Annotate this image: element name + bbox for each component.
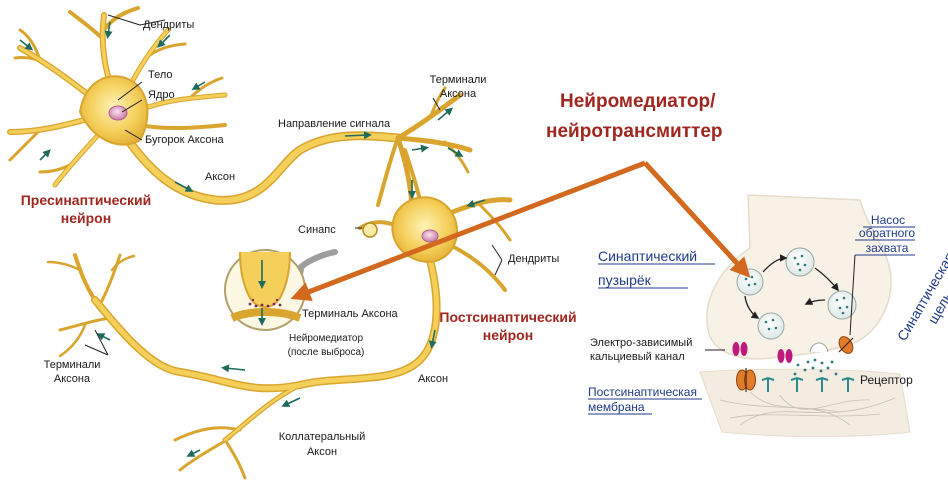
- label-reuptake-pump-line3: захвата: [866, 241, 909, 255]
- synapse-knob: [362, 222, 378, 238]
- label-axon-bottom: Аксон: [418, 373, 448, 385]
- label-synaptic-cleft: Синаптическая щель: [894, 250, 948, 344]
- label-signal-direction: Направление сигнала: [278, 118, 391, 130]
- label-axon-terminals-left-line2: Аксона: [54, 373, 91, 385]
- label-neurotransmitter-released-line1: Нейромедиатор: [289, 333, 364, 344]
- label-neurotransmitter-released-line2: (после выброса): [288, 346, 365, 358]
- label-collateral-axon-line1: Коллатеральный: [279, 431, 366, 443]
- label-postsynaptic-neuron-line2: нейрон: [483, 327, 533, 343]
- label-dendrites-top: Дендриты: [143, 19, 194, 31]
- label-collateral-axon-line2: Аксон: [307, 446, 337, 458]
- postsynaptic-neuron: [46, 148, 513, 480]
- presynaptic-neuron: [7, 6, 403, 205]
- calcium-channels: [732, 342, 793, 363]
- label-presynaptic-neuron-line2: нейрон: [61, 210, 111, 226]
- label-reuptake-pump-line1: Насос: [871, 213, 905, 227]
- postsynaptic-pump: [736, 368, 756, 392]
- label-axon-top: Аксон: [205, 171, 235, 183]
- label-dendrites-right: Дендриты: [508, 253, 559, 265]
- label-axon-terminal: Терминаль Аксона: [302, 308, 399, 320]
- label-axon-terminals-top-line1: Терминали: [430, 74, 487, 86]
- label-reuptake-pump-line2: обратного: [859, 226, 916, 240]
- released-neurotransmitter: [793, 358, 838, 376]
- label-nucleus: Ядро: [148, 89, 175, 101]
- label-postsynaptic-membrane-line1: Постсинаптическая: [588, 385, 697, 399]
- label-body: Тело: [148, 69, 173, 81]
- axon-terminals-top: [376, 86, 473, 208]
- label-synapse: Синапс: [298, 224, 336, 236]
- synapse-zoom-inset: [224, 249, 338, 331]
- label-postsynaptic-neuron-line1: Постсинаптический: [439, 309, 576, 325]
- neurotransmitter-pointer-arrow: [290, 160, 751, 302]
- label-synaptic-vesicle-line1: Синаптический: [598, 248, 697, 264]
- label-axon-hillock: Бугорок Аксона: [145, 134, 225, 146]
- label-calcium-channel-line2: кальциевый канал: [590, 351, 685, 363]
- title-neurotransmitter-line1: Нейромедиатор/: [560, 91, 716, 112]
- receptors: [761, 376, 855, 392]
- synapse-detail: [588, 194, 915, 437]
- label-axon-terminals-top-line2: Аксона: [440, 88, 477, 100]
- signal-direction-arrows: [19, 21, 486, 457]
- label-calcium-channel-line1: Электро-зависимый: [590, 337, 692, 349]
- label-receptor: Рецептор: [860, 373, 913, 387]
- label-postsynaptic-membrane-line2: мембрана: [588, 400, 645, 414]
- title-neurotransmitter-line2: нейротрансмиттер: [546, 121, 723, 142]
- reuptake-pump: [838, 336, 854, 354]
- label-synaptic-vesicle-line2: пузырёк: [598, 272, 652, 288]
- label-presynaptic-neuron-line1: Пресинаптический: [21, 192, 152, 208]
- label-axon-terminals-left-line1: Терминали: [44, 359, 101, 371]
